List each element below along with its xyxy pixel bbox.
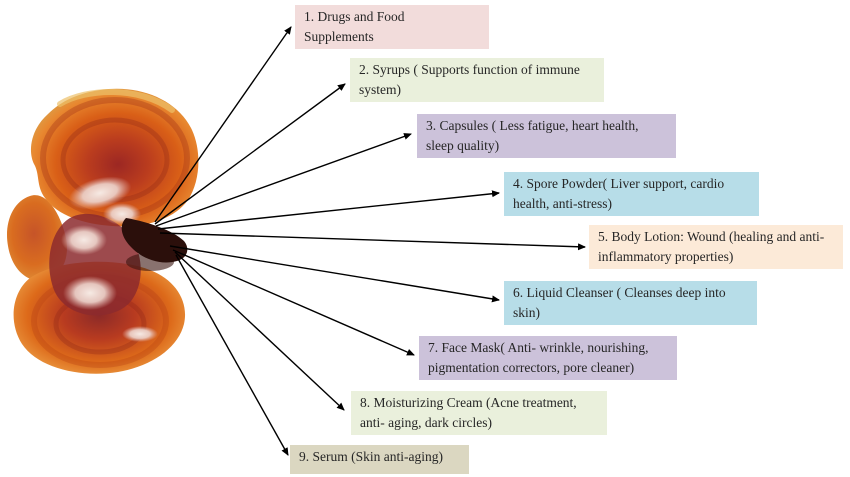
product-box-6: 6. Liquid Cleanser ( Cleanses deep into … <box>504 281 757 325</box>
arrow-8 <box>174 251 345 411</box>
mushroom-stem <box>121 218 188 263</box>
product-box-1: 1. Drugs and Food Supplements <box>295 5 489 49</box>
arrow-5 <box>159 232 586 251</box>
top-cap-rim-highlight <box>57 89 175 113</box>
reishi-mushroom-image <box>6 88 199 374</box>
product-box-4: 4. Spore Powder( Liver support, cardio h… <box>504 172 759 216</box>
cream-patch <box>122 326 158 342</box>
arrow-7 <box>172 249 415 356</box>
product-box-2: 2. Syrups ( Supports function of immune … <box>350 58 604 102</box>
product-box-8: 8. Moisturizing Cream (Acne treatment, a… <box>351 391 607 435</box>
arrow-2 <box>154 83 346 225</box>
cream-patch <box>61 225 107 255</box>
product-box-7: 7. Face Mask( Anti- wrinkle, nourishing,… <box>419 336 677 380</box>
cream-patch <box>68 176 132 210</box>
arrow-1 <box>154 26 292 223</box>
product-box-9: 9. Serum (Skin anti-aging) <box>290 445 469 474</box>
cream-patch <box>63 276 117 310</box>
arrow-3 <box>155 133 412 227</box>
product-box-3: 3. Capsules ( Less fatigue, heart health… <box>417 114 676 158</box>
arrow-4 <box>157 190 500 230</box>
arrow-9 <box>175 254 289 456</box>
arrow-6 <box>169 245 500 303</box>
product-box-5: 5. Body Lotion: Wound (healing and anti-… <box>589 225 843 269</box>
